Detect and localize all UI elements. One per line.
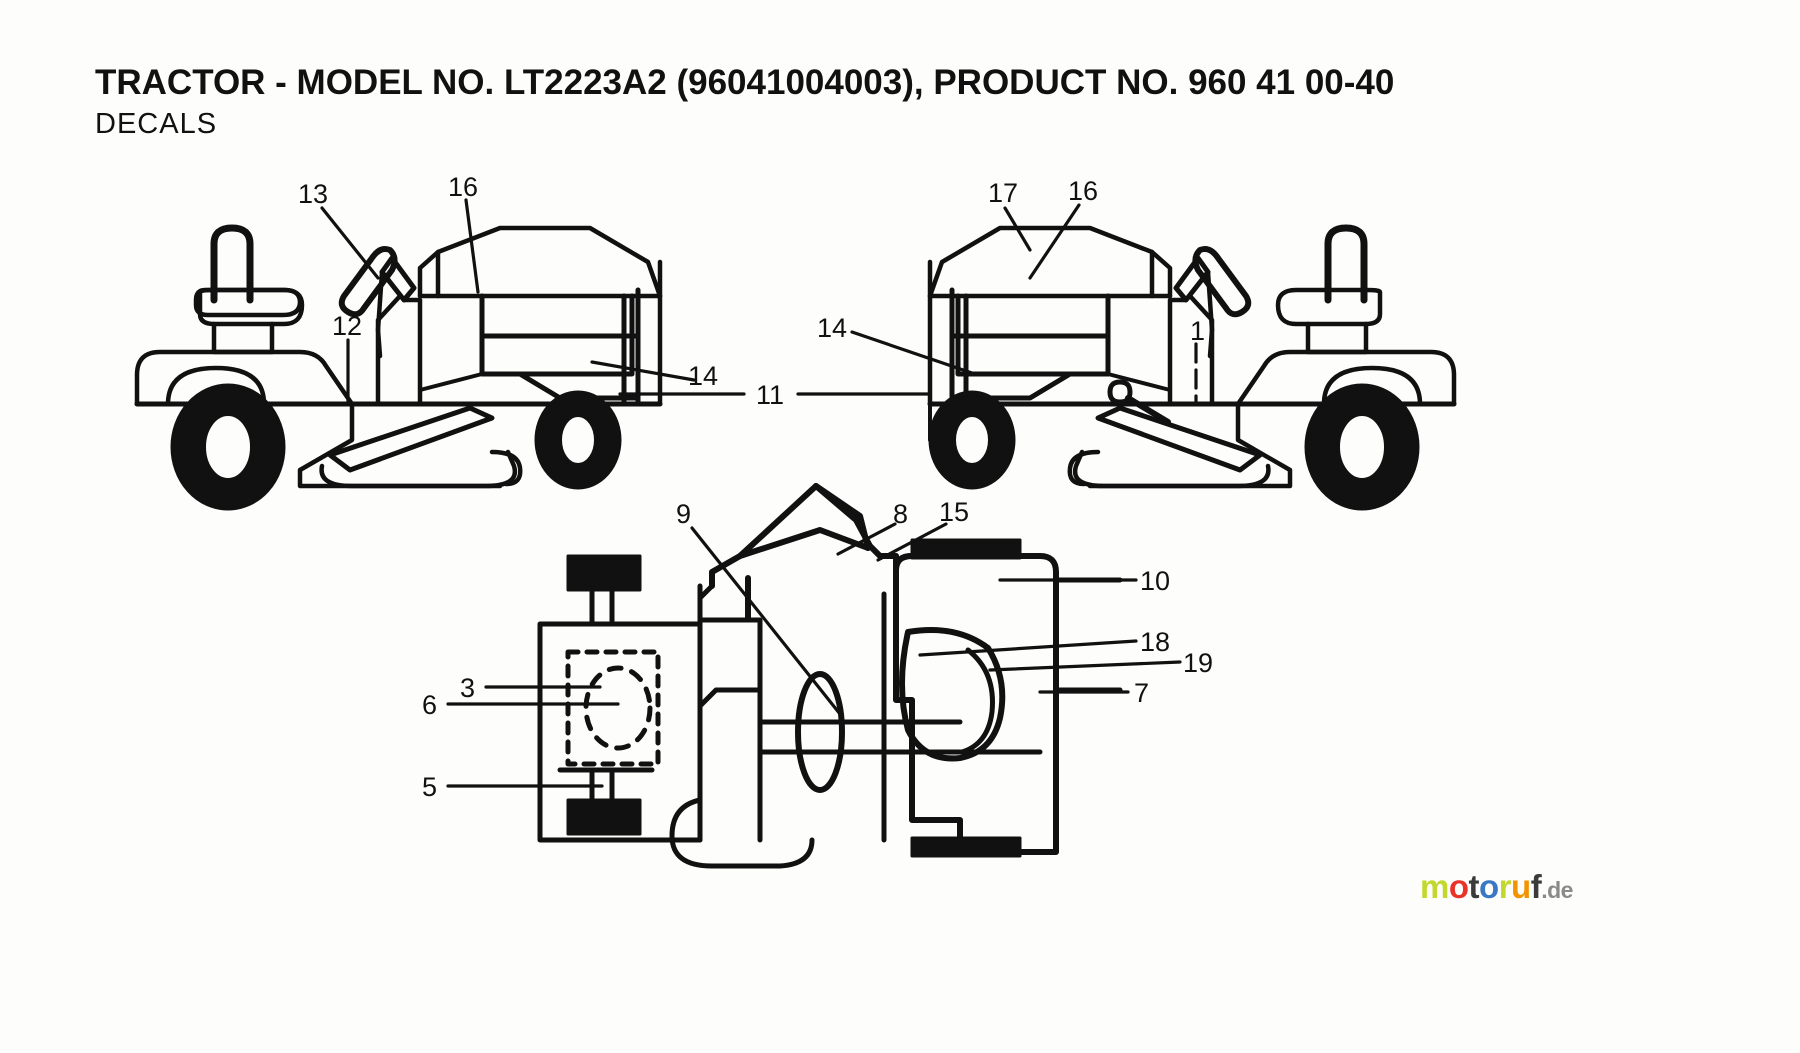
callout-9: 9 <box>676 499 691 529</box>
callout-5: 5 <box>422 772 437 802</box>
engine-hood-assembly-view <box>537 483 1123 869</box>
callout-17: 17 <box>988 178 1018 208</box>
page-title: TRACTOR - MODEL NO. LT2223A2 (9604100400… <box>95 63 1395 102</box>
watermark-letter-o1: o <box>1448 868 1469 905</box>
callout-14-left: 14 <box>688 361 718 391</box>
callout-3: 3 <box>460 673 475 703</box>
callout-18: 18 <box>1140 627 1170 657</box>
callout-numbers: 13 16 12 14 11 14 17 16 1 9 8 15 10 18 1… <box>298 172 1213 802</box>
callout-6: 6 <box>422 690 437 720</box>
tractor-right-side-view <box>927 224 1457 511</box>
callout-15: 15 <box>939 497 969 527</box>
callout-10: 10 <box>1140 566 1170 596</box>
motoruf-watermark: motoruf.de <box>1420 868 1573 906</box>
watermark-letter-r: r <box>1498 868 1512 905</box>
watermark-letter-m: m <box>1420 868 1449 905</box>
callout-7: 7 <box>1134 678 1149 708</box>
callout-19: 19 <box>1183 648 1213 678</box>
watermark-letter-f: f <box>1530 868 1542 905</box>
callout-1: 1 <box>1190 316 1205 346</box>
callout-16-left: 16 <box>448 172 478 202</box>
watermark-letter-u: u <box>1511 868 1531 905</box>
callout-12: 12 <box>332 311 362 341</box>
callout-11: 11 <box>756 380 784 410</box>
watermark-domain: .de <box>1541 877 1573 903</box>
page-subtitle: DECALS <box>95 108 218 140</box>
callout-16-right: 16 <box>1068 176 1098 206</box>
tractor-left-side-view <box>134 224 663 511</box>
page-header: TRACTOR - MODEL NO. LT2223A2 (9604100400… <box>95 62 1695 142</box>
callout-8: 8 <box>893 499 908 529</box>
callout-14-right: 14 <box>817 313 847 343</box>
callout-13: 13 <box>298 179 328 209</box>
leader-lines <box>320 198 1198 788</box>
watermark-letter-t: t <box>1468 868 1480 905</box>
watermark-letter-o2: o <box>1479 868 1499 905</box>
